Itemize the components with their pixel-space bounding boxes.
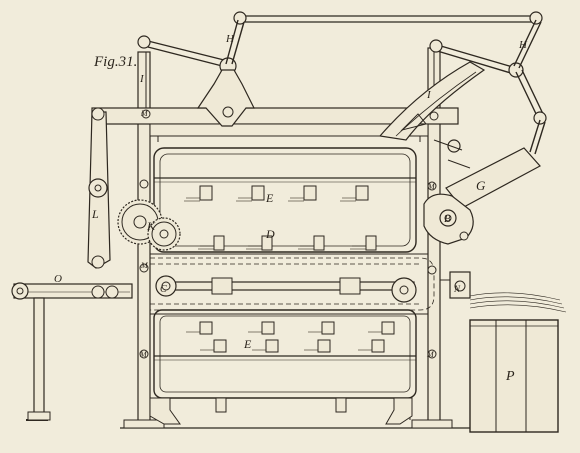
label-H-right: H bbox=[518, 39, 528, 51]
top-beam bbox=[91, 107, 459, 142]
label-I-right: I bbox=[426, 89, 432, 101]
label-G: G bbox=[476, 178, 486, 193]
label-H-top: H bbox=[225, 33, 235, 45]
label-I-left: I bbox=[139, 73, 145, 85]
label-M-5: M bbox=[426, 350, 435, 359]
teasel-bars-middle bbox=[198, 235, 377, 251]
label-M-3: M bbox=[139, 350, 148, 359]
gear-K bbox=[117, 199, 181, 251]
figure-caption: Fig.31. bbox=[93, 54, 137, 70]
lever-L bbox=[87, 107, 111, 269]
linkage-top-right bbox=[429, 19, 547, 125]
label-O: O bbox=[54, 273, 62, 285]
label-M-1: M bbox=[140, 109, 149, 118]
screw-shaft bbox=[155, 275, 417, 303]
label-C: C bbox=[160, 284, 167, 295]
feed-table bbox=[11, 282, 133, 421]
lower-box bbox=[153, 309, 417, 420]
label-K: K bbox=[146, 219, 156, 233]
receiving-box-P bbox=[469, 319, 559, 433]
label-M-4: M bbox=[427, 182, 436, 191]
teasel-bars-lower bbox=[186, 321, 395, 353]
label-E-bottom: E bbox=[243, 337, 252, 351]
label-L: L bbox=[91, 207, 99, 221]
label-D: D bbox=[265, 227, 275, 241]
label-M-2: M bbox=[140, 261, 149, 270]
foot-left bbox=[149, 397, 181, 425]
label-N: N bbox=[453, 284, 461, 294]
cam-B bbox=[423, 193, 474, 245]
linkage-top-left bbox=[137, 11, 543, 75]
teasel-bars-upper bbox=[184, 185, 369, 202]
chain-D bbox=[149, 253, 435, 315]
bracket-left bbox=[196, 69, 255, 127]
label-B: B bbox=[444, 213, 451, 225]
label-E-top: E bbox=[265, 191, 274, 205]
label-P: P bbox=[505, 369, 515, 384]
column-pins bbox=[139, 109, 439, 359]
upper-box bbox=[153, 147, 417, 253]
discharge-N bbox=[440, 271, 567, 313]
foot-right bbox=[385, 397, 413, 425]
lever-G bbox=[433, 119, 546, 209]
quadrant-arm bbox=[378, 61, 486, 141]
